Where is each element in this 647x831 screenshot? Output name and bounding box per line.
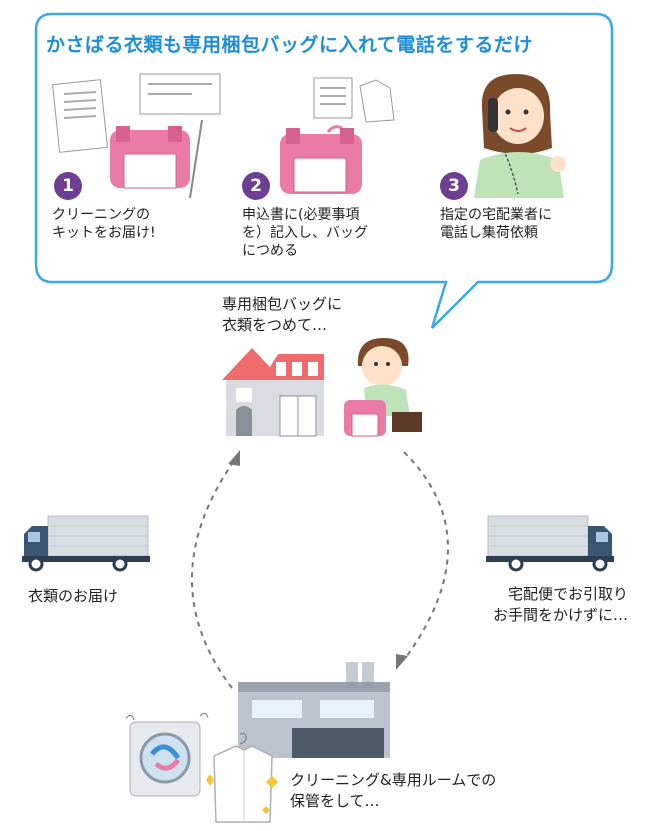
factory-icon [238, 662, 390, 758]
step-2-badge: 2 [242, 172, 270, 200]
step-1-text: クリーニングの キットをお届け! [52, 207, 156, 241]
arrow-up-icon [228, 450, 240, 466]
house-icon [222, 348, 324, 437]
step-3-badge: 3 [440, 172, 468, 200]
headline: かさばる衣類も専用梱包バッグに入れて電話をするだけ [46, 34, 533, 56]
step-3-text: 指定の宅配業者に 電話し集荷依頼 [440, 207, 552, 241]
truck-icon [22, 515, 150, 572]
phone-woman-icon [474, 74, 566, 198]
washing-machine-icon [125, 712, 209, 797]
kit-illustration [52, 73, 221, 199]
shirt-icon [359, 79, 395, 123]
document-icon [52, 73, 221, 153]
arrow-down-icon [396, 654, 408, 670]
cleaning-bag-icon [280, 128, 362, 194]
cleaning-label: クリーニング&専用ルームでの 保管をして… [290, 771, 497, 810]
form-illustration [280, 77, 395, 194]
clean-shirt-icon [206, 733, 278, 823]
cleaning-bag-icon [110, 119, 203, 199]
document-icon [313, 77, 353, 119]
delivery-label: 衣類のお届け [28, 587, 119, 605]
cleaning-bag-icon [344, 400, 386, 437]
step-1-badge: 1 [54, 172, 82, 200]
home-label: 専用梱包バッグに 衣類をつめて… [222, 295, 343, 334]
cycle-arrows [191, 450, 449, 689]
pickup-label: 宅配便でお引取り お手間をかけずに… [492, 585, 628, 624]
woman-packing-icon [344, 338, 422, 437]
truck-icon [486, 515, 614, 572]
step-2-text: 申込書に(必要事項 を）記入し、バッグ につめる [242, 207, 368, 259]
